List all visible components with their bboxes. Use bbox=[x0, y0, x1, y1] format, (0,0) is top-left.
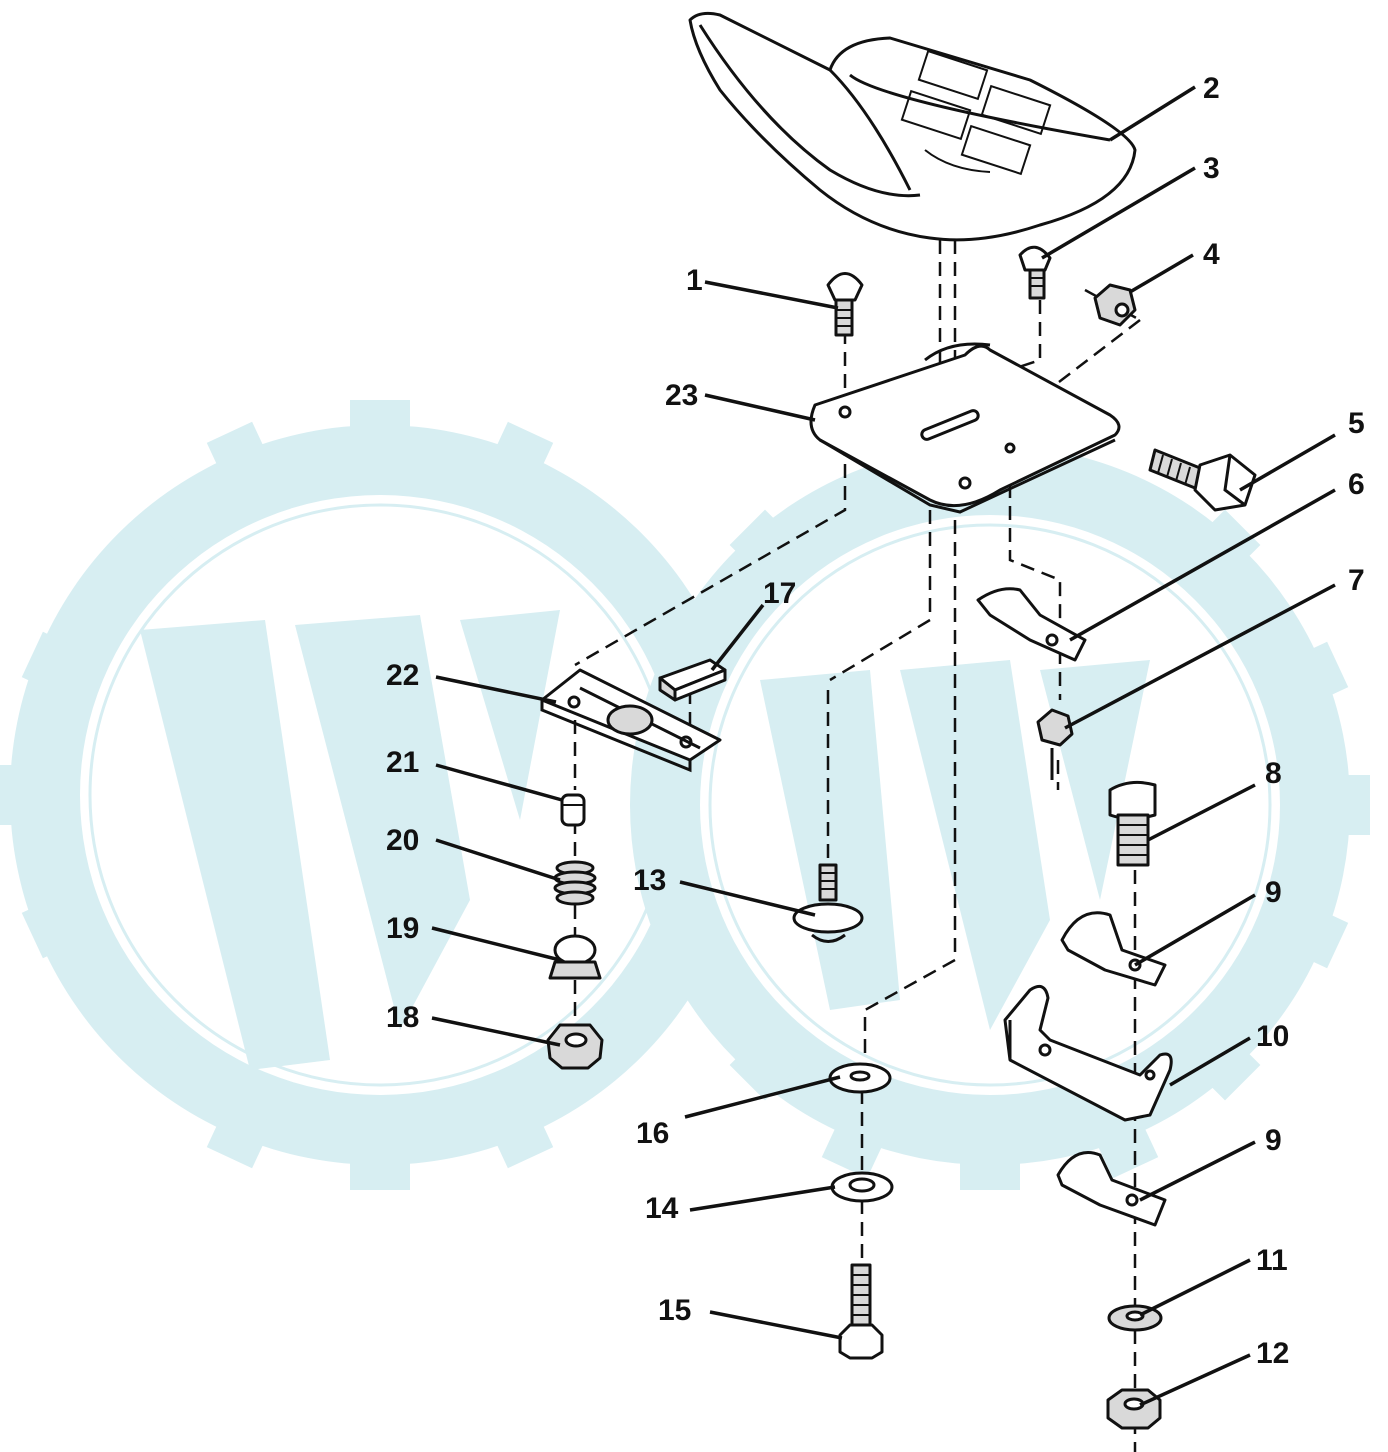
callout-21: 21 bbox=[386, 746, 419, 779]
callout-9-upper: 9 bbox=[1265, 876, 1282, 909]
callout-11: 11 bbox=[1256, 1244, 1288, 1277]
part-bracket bbox=[1003, 984, 1173, 1122]
callout-4: 4 bbox=[1203, 238, 1220, 271]
callout-18: 18 bbox=[386, 1001, 419, 1034]
part-clamp-9-lower bbox=[1056, 1151, 1167, 1227]
part-flange-bolt bbox=[792, 863, 864, 943]
callout-12: 12 bbox=[1256, 1337, 1289, 1370]
part-hex-bolt-8 bbox=[1108, 780, 1157, 867]
callout-7: 7 bbox=[1348, 564, 1365, 597]
part-carriage-bolt bbox=[826, 272, 864, 337]
callout-16: 16 bbox=[636, 1117, 669, 1150]
part-flange-nut bbox=[546, 1023, 604, 1070]
part-hex-nut-7 bbox=[1036, 708, 1074, 780]
part-hex-bolt-15 bbox=[838, 1263, 884, 1360]
part-hex-nut-4 bbox=[1093, 283, 1137, 327]
watermark-gear-right bbox=[630, 420, 1370, 1190]
callout-9-lower: 9 bbox=[1265, 1124, 1282, 1157]
callout-6: 6 bbox=[1348, 468, 1365, 501]
callout-22: 22 bbox=[386, 659, 419, 692]
part-seat bbox=[688, 11, 1137, 242]
part-hex-bolt-5 bbox=[1148, 448, 1257, 512]
callout-14: 14 bbox=[645, 1192, 679, 1225]
callout-23: 23 bbox=[665, 379, 698, 412]
part-spring bbox=[553, 860, 597, 906]
part-seat-pan bbox=[809, 342, 1121, 514]
watermark-logo bbox=[0, 400, 1370, 1190]
callout-labels: 1 2 3 4 5 6 7 8 9 9 10 11 12 13 14 15 16… bbox=[386, 72, 1365, 1370]
part-knob bbox=[548, 934, 602, 980]
leader-lines bbox=[431, 85, 1336, 1407]
callout-17: 17 bbox=[763, 577, 796, 610]
callout-19: 19 bbox=[386, 912, 419, 945]
watermark-gear-left bbox=[0, 400, 770, 1190]
callout-3: 3 bbox=[1203, 152, 1220, 185]
part-lock-washer-14 bbox=[830, 1171, 894, 1203]
callout-2: 2 bbox=[1203, 72, 1220, 105]
callout-13: 13 bbox=[633, 864, 666, 897]
callout-10: 10 bbox=[1256, 1020, 1289, 1053]
part-clamp-9-upper bbox=[1060, 911, 1167, 987]
part-clamp-6 bbox=[976, 587, 1087, 662]
callout-20: 20 bbox=[386, 824, 419, 857]
callout-5: 5 bbox=[1348, 407, 1365, 440]
callout-8: 8 bbox=[1265, 757, 1282, 790]
part-shoulder-bolt bbox=[1018, 245, 1052, 300]
part-rubber-block bbox=[658, 658, 727, 702]
part-pin bbox=[560, 793, 586, 827]
part-slide-plate bbox=[540, 668, 722, 773]
callout-1: 1 bbox=[686, 264, 703, 297]
part-hex-nut-12 bbox=[1106, 1388, 1162, 1430]
callout-15: 15 bbox=[658, 1294, 691, 1327]
